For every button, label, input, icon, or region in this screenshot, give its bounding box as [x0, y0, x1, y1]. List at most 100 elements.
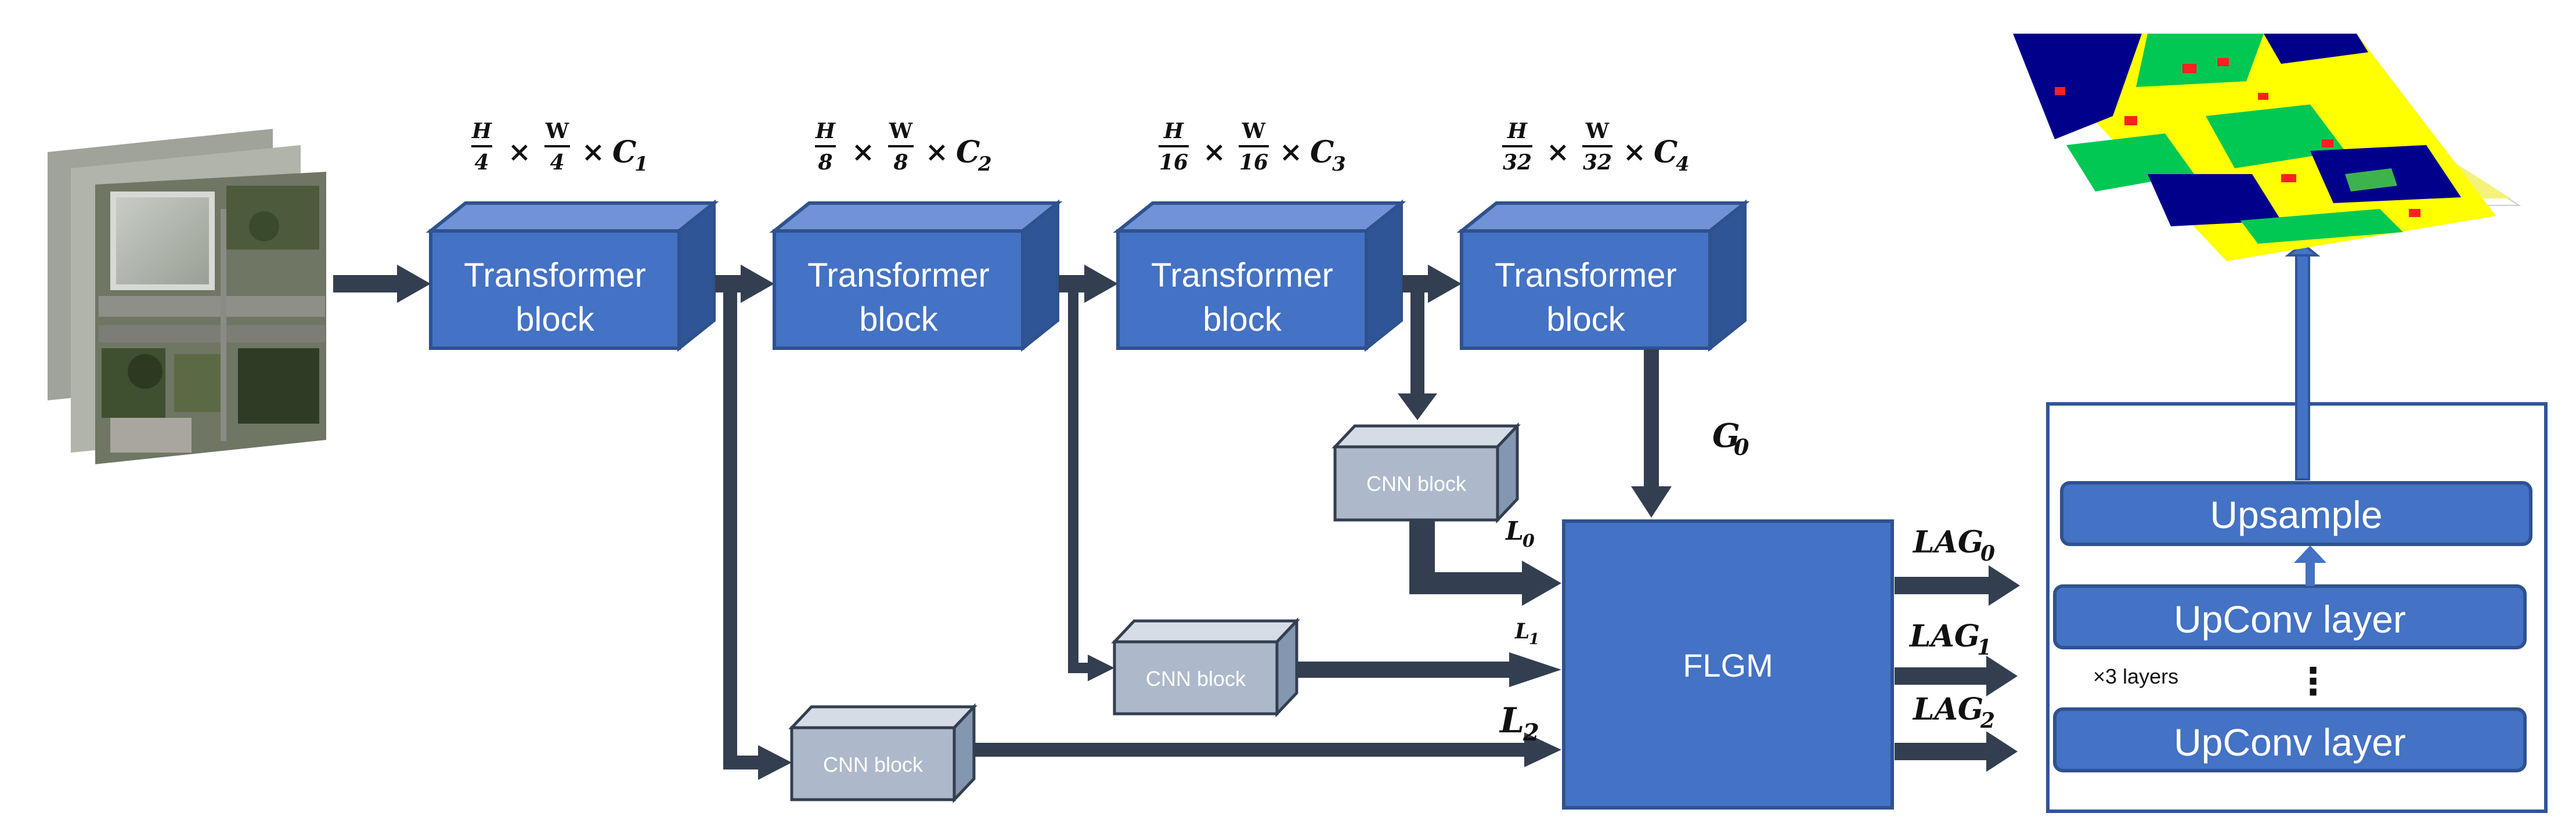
transformer-block-4: Transformer block — [1456, 199, 1750, 352]
transformer-block-4-label-line1: Transformer — [1495, 256, 1677, 294]
dims-4-w-den: 32 — [1583, 150, 1612, 175]
dims-formula-3: H 16 × W 16 × C 3 — [1159, 119, 1346, 176]
cnn-block-middle: CNN block — [1111, 617, 1300, 718]
dims-4-times-b: × — [1623, 136, 1646, 168]
transformer-block-3: Transformer block — [1113, 199, 1406, 352]
dims-1-h-den: 4 — [474, 150, 489, 175]
ellipsis-mark: ⋮ — [2294, 660, 2332, 702]
dims-4-c: C — [1654, 135, 1677, 170]
upsample-block: Upsample — [2060, 481, 2532, 546]
arrow-upconv-to-upsample — [2294, 545, 2326, 586]
dims-4-h-num: H — [1507, 119, 1528, 143]
dims-1-w-num: W — [545, 119, 569, 143]
dims-1-c-sub: 1 — [634, 153, 648, 176]
transformer-block-2-label-line1: Transformer — [807, 256, 990, 294]
dims-3-c: C — [1310, 135, 1334, 170]
arrow-skip-to-cnn-middle — [1068, 290, 1114, 681]
upconv-bottom-label: UpConv layer — [2174, 721, 2406, 764]
dims-4-h-den: 32 — [1503, 150, 1532, 175]
arrow-block3-to-block4 — [1402, 265, 1462, 303]
label-lag2: LAG — [1912, 692, 1983, 727]
arrow-input-to-block1 — [333, 265, 431, 303]
arrow-cnn-top-to-flgm — [1409, 520, 1561, 606]
dims-3-c-sub: 3 — [1332, 153, 1346, 176]
dims-1-h-num: H — [471, 119, 492, 143]
cnn-block-middle-label: CNN block — [1146, 667, 1246, 691]
label-l1: L — [1514, 619, 1529, 644]
dims-4-times-a: × — [1546, 136, 1570, 168]
transformer-block-2: Transformer block — [769, 199, 1063, 352]
dims-1-c: C — [612, 135, 636, 170]
cnn-block-top-label: CNN block — [1366, 472, 1467, 496]
arrow-block4-to-flgm — [1631, 349, 1672, 518]
label-lag0-sub: 0 — [1980, 541, 1995, 566]
dims-2-w-den: 8 — [893, 150, 908, 175]
label-lag1: LAG — [1908, 619, 1980, 654]
dims-3-times-b: × — [1279, 136, 1303, 168]
dims-3-times-a: × — [1203, 136, 1226, 168]
dims-2-times-b: × — [925, 136, 948, 168]
label-l0-sub: 0 — [1522, 531, 1535, 551]
arrow-skip-to-cnn-bottom — [723, 290, 792, 780]
label-lag2-sub: 2 — [1980, 709, 1995, 733]
dims-4-w-num: W — [1585, 119, 1610, 143]
flgm-block: FLGM — [1562, 519, 1894, 810]
signal-labels: G 0 L 0 L 1 L 2 LAG 0 LAG 1 LAG 2 — [1499, 417, 1995, 746]
layers-note: ×3 layers — [2093, 664, 2178, 688]
label-l0: L — [1505, 516, 1524, 546]
upconv-layer-top: UpConv layer — [2053, 584, 2527, 649]
dims-3-w-num: W — [1242, 119, 1266, 143]
label-lag0: LAG — [1912, 525, 1983, 560]
label-g0: G — [1712, 417, 1740, 455]
dims-3-w-den: 16 — [1239, 150, 1268, 175]
label-l2-sub: 2 — [1522, 719, 1539, 746]
dims-formula-1: H 4 × W 4 × C 1 — [471, 119, 648, 176]
decoder-panel: Upsample UpConv layer UpConv layer ×3 la… — [2046, 402, 2548, 813]
cnn-block-bottom: CNN block — [788, 703, 977, 804]
transformer-block-3-label-line2: block — [1203, 301, 1282, 338]
transformer-block-1: Transformer block — [425, 199, 719, 352]
dims-formula-4: H 32 × W 32 × C 4 — [1502, 119, 1690, 176]
dims-3-h-den: 16 — [1159, 150, 1188, 175]
transformer-block-1-label-line2: block — [515, 301, 594, 338]
arrow-block3-to-cnn-top — [1398, 290, 1437, 420]
dims-1-times-a: × — [508, 136, 531, 168]
dims-2-h-num: H — [815, 119, 836, 143]
label-lag1-sub: 1 — [1977, 635, 1991, 660]
arrow-cnn-middle-to-flgm — [1297, 652, 1561, 687]
transformer-block-3-label-line1: Transformer — [1151, 256, 1333, 294]
flgm-label: FLGM — [1683, 647, 1773, 684]
transformer-block-2-label-line2: block — [859, 301, 938, 338]
upsample-label: Upsample — [2210, 493, 2382, 536]
dims-1-times-b: × — [582, 136, 605, 168]
arrows — [333, 265, 2020, 780]
arrow-lag2 — [1895, 731, 2018, 772]
segmentation-map-icon — [2013, 34, 2521, 261]
dims-2-times-a: × — [852, 136, 875, 168]
dims-2-w-num: W — [889, 119, 913, 143]
dims-2-h-den: 8 — [817, 150, 832, 175]
cnn-block-top: CNN block — [1332, 422, 1521, 524]
label-g0-sub: 0 — [1734, 434, 1749, 460]
label-l2: L — [1499, 700, 1524, 741]
arrow-lag0 — [1895, 565, 2020, 606]
dims-1-w-den: 4 — [550, 150, 564, 175]
transformer-block-4-label-line2: block — [1546, 301, 1625, 338]
dims-formula-2: H 8 × W 8 × C 2 — [815, 119, 992, 176]
arrow-cnn-bottom-to-flgm — [974, 732, 1561, 767]
aerial-imagery-icon — [48, 129, 326, 464]
dims-3-h-num: H — [1163, 119, 1184, 143]
arrow-block1-to-block2 — [715, 265, 774, 303]
arrow-block2-to-block3 — [1059, 265, 1118, 303]
arrow-lag1 — [1895, 656, 2018, 696]
cnn-block-bottom-label: CNN block — [823, 753, 923, 776]
upconv-layer-bottom: UpConv layer — [2053, 707, 2527, 772]
transformer-block-1-label-line1: Transformer — [464, 256, 646, 294]
dims-2-c-sub: 2 — [977, 153, 992, 176]
label-l1-sub: 1 — [1529, 631, 1539, 648]
dims-4-c-sub: 4 — [1676, 153, 1690, 176]
dims-2-c: C — [956, 135, 980, 170]
upconv-top-label: UpConv layer — [2174, 598, 2406, 641]
arrow-decoder-to-output — [2285, 242, 2321, 480]
